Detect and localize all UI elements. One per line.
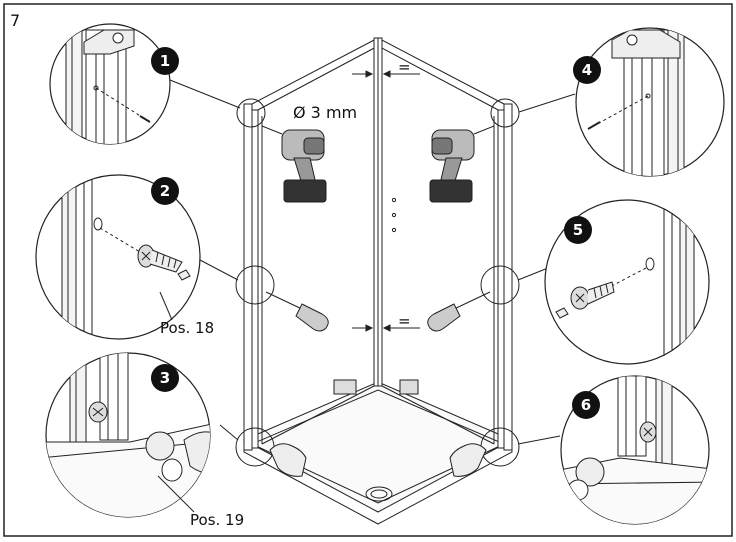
- callout-number-1: 1: [160, 52, 170, 70]
- hole: [391, 212, 397, 218]
- leader-lines: [169, 79, 576, 445]
- equal-distance-bottom: [352, 324, 420, 332]
- hole: [391, 227, 397, 233]
- leader-5: [517, 267, 549, 281]
- left-wall-profile: [243, 103, 253, 451]
- cover-cap-icon: [145, 431, 175, 461]
- shower-enclosure: [235, 37, 520, 525]
- callout-badge-1: 1: [151, 47, 179, 75]
- screwdriver-handle: [295, 303, 329, 332]
- screw-icon: [570, 281, 615, 310]
- part-label-2: Pos. 18: [160, 319, 214, 337]
- screwdriver-shaft: [451, 291, 491, 311]
- detail-circle-1: [236, 98, 266, 128]
- equal-distance-top: [352, 70, 420, 78]
- detail-circle-4: [490, 98, 520, 128]
- leader-1: [169, 79, 241, 109]
- bottom-clip-left: [333, 379, 357, 395]
- drill-motor: [431, 137, 453, 155]
- leader-2: [199, 259, 239, 281]
- detail-view-4: [575, 27, 725, 177]
- top-rail-left: [251, 37, 379, 105]
- arrow-head: [382, 324, 391, 332]
- leader-4: [518, 93, 576, 113]
- top-rail-right-inner: [377, 45, 503, 113]
- hand-icon: [183, 431, 210, 474]
- screw-icon: [137, 244, 183, 273]
- detail-view-5: [544, 199, 710, 365]
- screwdriver-shaft: [265, 291, 305, 311]
- part-label-3: Pos. 19: [190, 511, 244, 529]
- screwdriver-handle: [427, 303, 461, 332]
- leader-3: [219, 424, 239, 441]
- screwdriver-right-icon: [427, 291, 491, 332]
- callout-number-2: 2: [160, 182, 170, 200]
- hand-bottom-left: [269, 443, 307, 477]
- detail-view-3: [45, 352, 211, 518]
- drill-bit: [261, 125, 283, 135]
- bottom-rail-left: [261, 385, 375, 445]
- callout-badge-6: 6: [572, 391, 600, 419]
- drill-bit-label: Ø 3 mm: [293, 103, 357, 122]
- arrow-head: [365, 324, 374, 332]
- callout-number-4: 4: [582, 61, 592, 79]
- callout-number-3: 3: [160, 369, 170, 387]
- bottom-rail-right: [381, 385, 495, 445]
- clip-icon: [555, 307, 569, 319]
- hole: [391, 197, 397, 203]
- label-pointer-pos19: [157, 475, 195, 513]
- drain-inner: [370, 489, 388, 499]
- equal-sign-top: =: [398, 58, 411, 76]
- drain: [365, 486, 393, 502]
- callout-number-5: 5: [573, 221, 583, 239]
- leader-6: [517, 435, 561, 445]
- equal-sign-bottom: =: [398, 312, 411, 330]
- left-wall-profile-inner: [251, 109, 259, 449]
- screwdriver-left-icon: [265, 291, 329, 332]
- callout-badge-3: 3: [151, 364, 179, 392]
- detail-circle-2: [235, 265, 275, 305]
- top-rail-left-inner: [253, 45, 379, 113]
- right-wall-profile: [503, 103, 513, 451]
- drill-motor: [303, 137, 325, 155]
- detail-view-2: [35, 174, 201, 340]
- drill-left-icon: [261, 125, 327, 203]
- hand-bottom-right: [449, 443, 487, 477]
- drill-right-icon: [429, 125, 495, 203]
- detail-circle-5: [480, 265, 520, 305]
- arrow-head: [365, 70, 374, 78]
- drill-bit: [473, 125, 495, 135]
- clip-icon: [177, 269, 191, 281]
- cover-cap-icon: [575, 457, 605, 487]
- right-wall-profile-inner: [497, 109, 505, 449]
- step-number: 7: [10, 11, 20, 30]
- page-frame: [3, 3, 733, 537]
- detail-view-1: [49, 23, 171, 145]
- bottom-clip-right: [399, 379, 419, 395]
- callout-badge-2: 2: [151, 177, 179, 205]
- label-pointer-pos18: [159, 291, 173, 321]
- arrow-head: [382, 70, 391, 78]
- top-rail-right: [377, 37, 505, 105]
- callout-number-6: 6: [581, 396, 591, 414]
- drill-battery: [283, 179, 327, 203]
- callout-badge-5: 5: [564, 216, 592, 244]
- callout-badge-4: 4: [573, 56, 601, 84]
- drill-battery: [429, 179, 473, 203]
